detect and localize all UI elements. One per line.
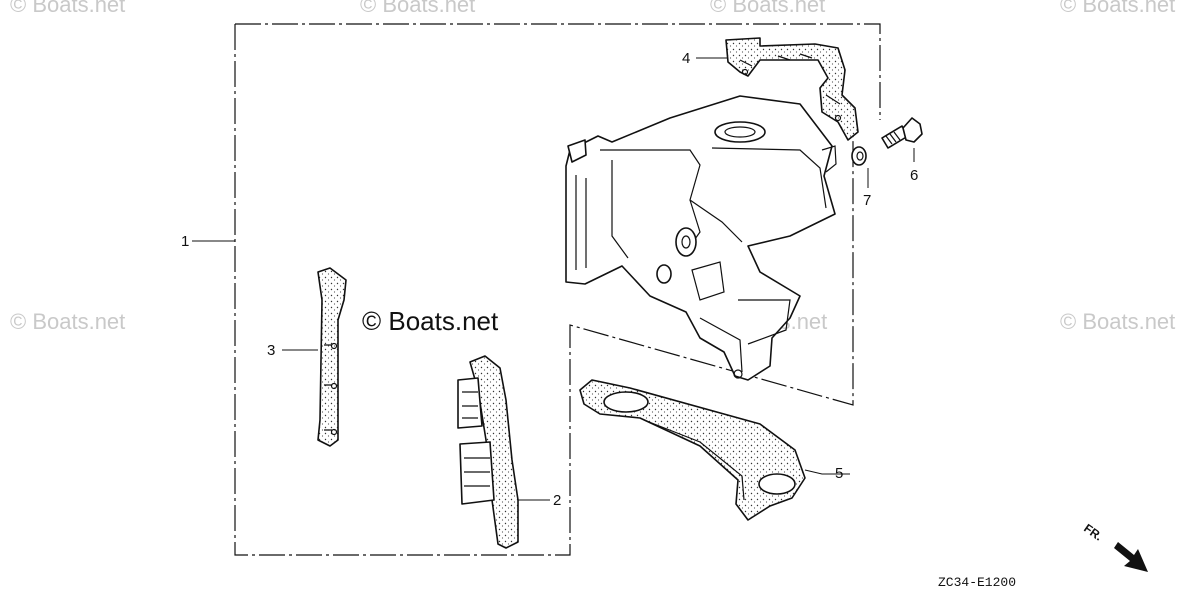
- watermark: © Boats.net: [1060, 309, 1175, 334]
- callout-6: 6: [910, 167, 918, 184]
- diagram-code: ZC34-E1200: [938, 575, 1016, 590]
- part-5-gasket: [579, 379, 806, 521]
- leader-lines: [192, 57, 915, 501]
- part-2-seal: [457, 355, 519, 549]
- watermark: © Boats.net: [1060, 0, 1175, 17]
- callout-1: 1: [181, 233, 189, 250]
- callout-7: 7: [863, 192, 871, 209]
- callout-2: 2: [553, 492, 561, 509]
- front-label: FR.: [1081, 521, 1105, 544]
- part-7-washer: [851, 146, 867, 166]
- front-arrow-icon: FR.: [1081, 521, 1148, 572]
- callout-4: 4: [682, 50, 690, 67]
- watermark: © Boats.net: [360, 0, 475, 17]
- assembly-outline: [234, 23, 881, 556]
- callout-5: 5: [835, 465, 843, 482]
- callout-3: 3: [267, 342, 275, 359]
- part-3-strip: [317, 267, 347, 447]
- part-6-bolt: [881, 117, 923, 149]
- watermark-main: © Boats.net: [362, 306, 499, 336]
- part-4-bracket: [725, 37, 859, 141]
- watermark: © Boats.net: [710, 0, 825, 17]
- inner-cover: [565, 95, 837, 381]
- watermark: © Boats.net: [10, 309, 125, 334]
- watermark: © Boats.net: [10, 0, 125, 17]
